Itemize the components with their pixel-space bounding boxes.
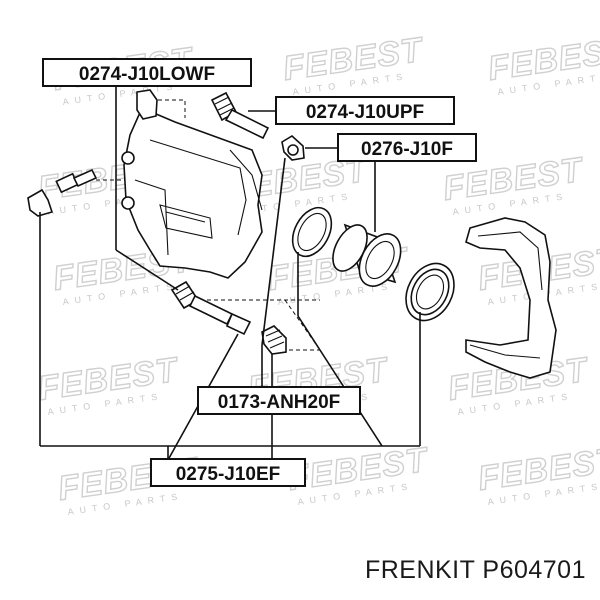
bleeder-screw xyxy=(27,168,98,217)
svg-text:0274-J10LOWF: 0274-J10LOWF xyxy=(79,64,215,85)
footer-brand: FRENKIT xyxy=(364,556,475,584)
svg-text:0275-J10EF: 0275-J10EF xyxy=(176,464,281,485)
label-repair-kit: 0275-J10EF xyxy=(150,458,306,487)
lower-guide-pin xyxy=(170,280,252,336)
svg-text:0274-J10UPF: 0274-J10UPF xyxy=(306,102,424,123)
piston xyxy=(332,223,402,287)
leader-lines xyxy=(39,84,421,461)
piston-seal-ring xyxy=(291,206,333,258)
lower-guide-boot xyxy=(261,325,287,355)
piston-dust-boot xyxy=(405,262,455,322)
svg-text:0173-ANH20F: 0173-ANH20F xyxy=(218,392,341,413)
caliper-body xyxy=(121,89,263,279)
svg-text:0276-J10F: 0276-J10F xyxy=(361,139,453,160)
footer-part-number-value: P604701 xyxy=(482,556,586,584)
label-upper-guide-pin: 0274-J10UPF xyxy=(275,96,455,125)
upper-guide-pin xyxy=(210,91,270,140)
label-piston: 0276-J10F xyxy=(337,133,477,162)
caliper-bracket xyxy=(465,217,557,379)
label-lower-guide-pin: 0274-J10LOWF xyxy=(42,58,252,87)
footer-part-number: FRENKIT P604701 xyxy=(0,556,586,585)
label-guide-boot: 0173-ANH20F xyxy=(197,386,361,415)
upper-guide-boot xyxy=(281,135,305,161)
